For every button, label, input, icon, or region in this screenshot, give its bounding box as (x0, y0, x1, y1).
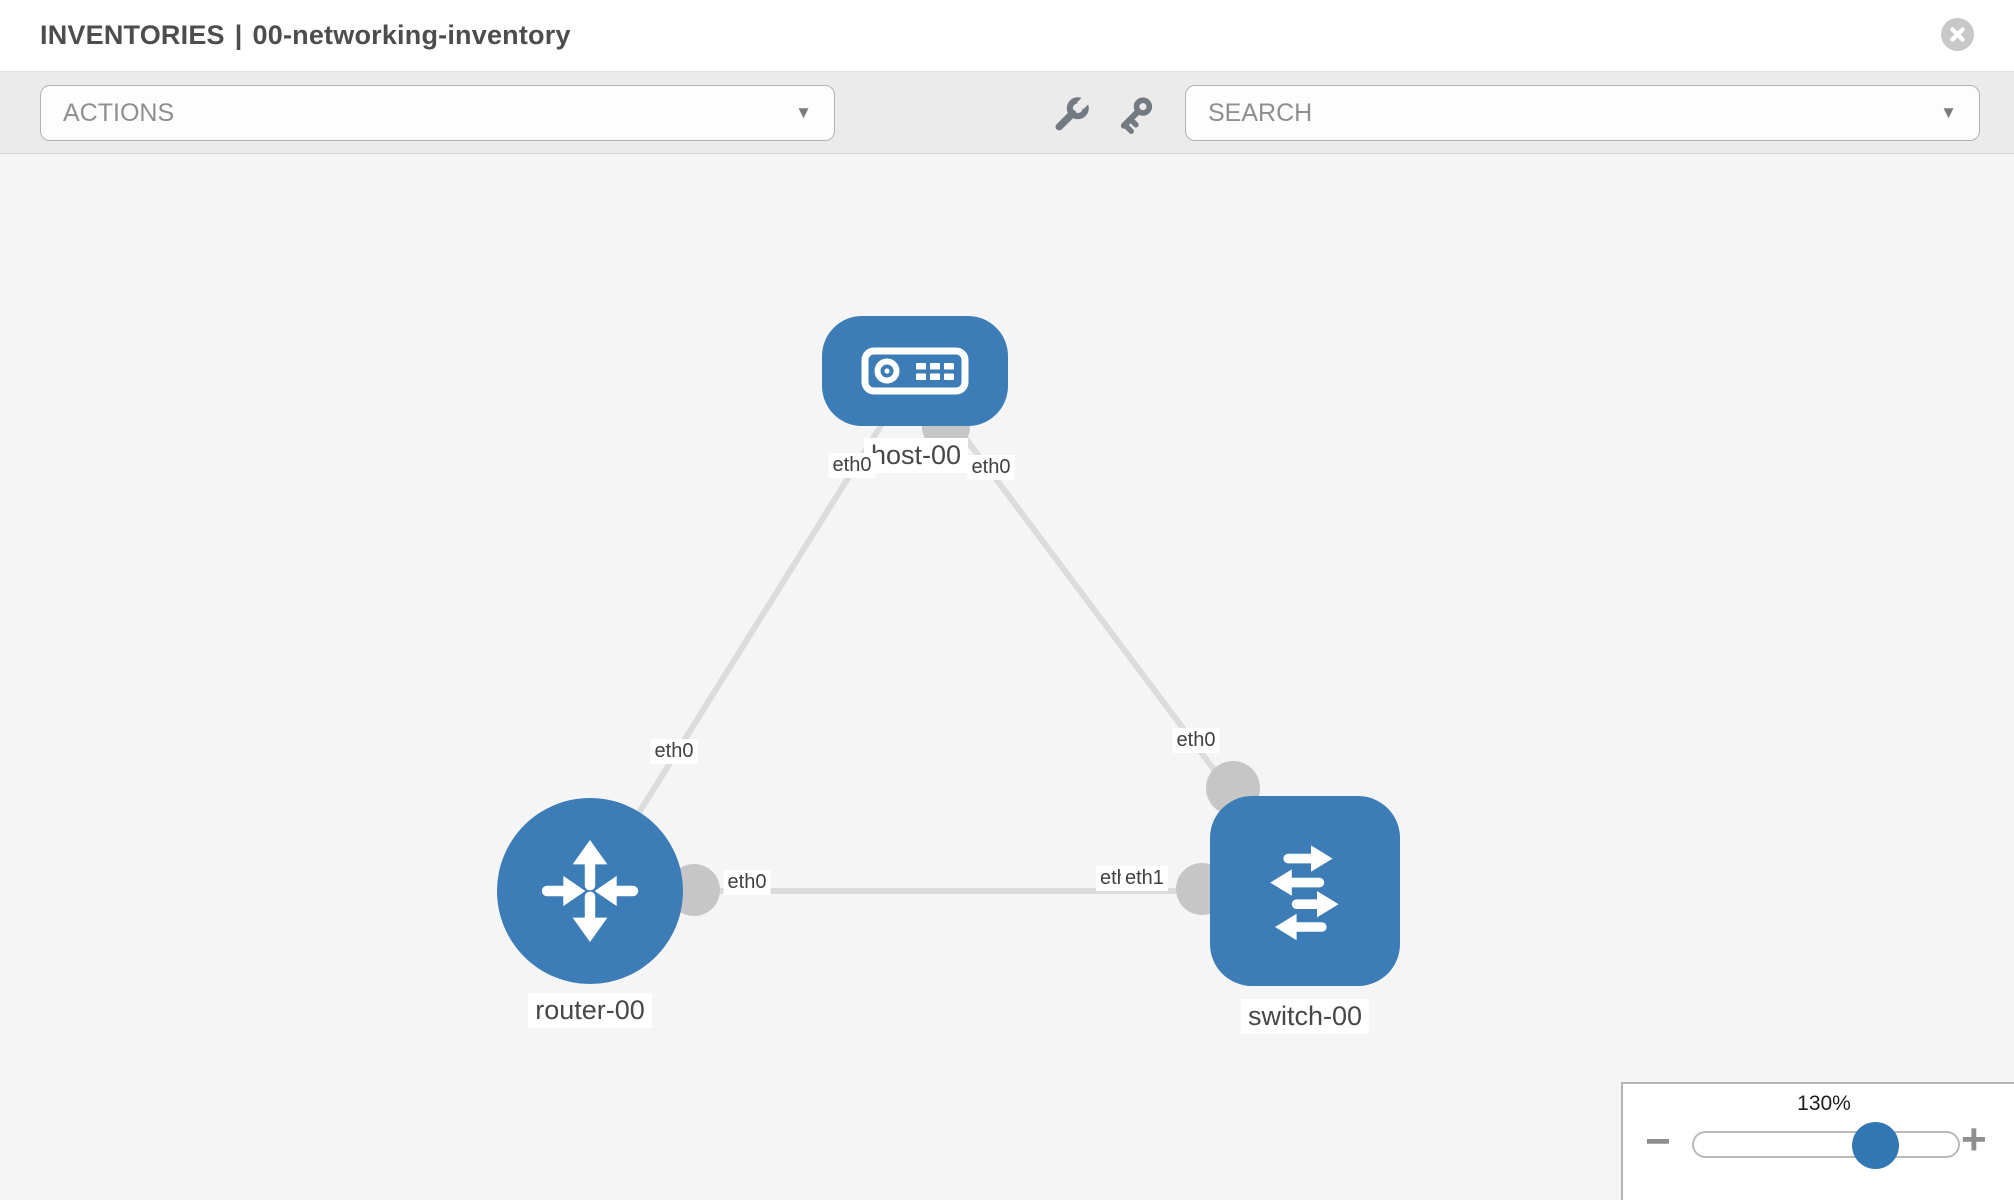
page-title: INVENTORIES | 00-networking-inventory (40, 20, 571, 51)
search-dropdown-label: SEARCH (1208, 98, 1313, 127)
interface-label-router-eth0-to-host: eth0 (650, 739, 698, 764)
interface-label-router-eth0-to-switch: eth0 (723, 870, 771, 895)
zoom-slider-track[interactable] (1692, 1122, 1960, 1169)
interface-label-host-eth0-to-switch: eth0 (967, 455, 1015, 480)
node-label-router: router-00 (528, 993, 652, 1028)
zoom-slider-knob[interactable] (1852, 1122, 1899, 1169)
node-label-switch: switch-00 (1240, 999, 1370, 1034)
node-router-00[interactable] (497, 798, 683, 984)
router-icon (532, 833, 648, 949)
actions-dropdown[interactable]: ACTIONS ▼ (40, 85, 835, 141)
inventory-name: 00-networking-inventory (252, 20, 571, 50)
plus-icon: + (1961, 1115, 1987, 1164)
search-dropdown[interactable]: SEARCH ▼ (1185, 85, 1980, 141)
chevron-down-icon: ▼ (795, 103, 812, 122)
node-host-00[interactable] (822, 316, 1008, 426)
page-header: INVENTORIES | 00-networking-inventory (0, 0, 2014, 72)
key-icon (1114, 94, 1158, 138)
close-icon (1948, 25, 1967, 44)
zoom-in-button[interactable]: + (1961, 1118, 1987, 1162)
node-label-host: host-00 (863, 438, 969, 473)
page-title-section: INVENTORIES (40, 20, 225, 50)
toolbar: ACTIONS ▼ (0, 72, 2014, 154)
chevron-down-icon: ▼ (1940, 103, 1957, 122)
zoom-out-button[interactable]: − (1645, 1120, 1671, 1164)
interface-label-switch-eth0-to-host: eth0 (1172, 728, 1220, 753)
minus-icon: − (1645, 1117, 1671, 1166)
zoom-level-value: 130% (1797, 1092, 1851, 1115)
credentials-button[interactable] (1114, 94, 1158, 138)
close-button[interactable] (1941, 18, 1974, 51)
interface-label-host-eth0-to-router: eth0 (828, 453, 876, 478)
topology-canvas[interactable]: host-00 router-00 switch-00 eth0 eth0 et… (0, 154, 2014, 1200)
page-title-separator: | (234, 20, 243, 50)
topology-links-layer (587, 369, 1308, 916)
node-switch-00[interactable] (1210, 796, 1400, 986)
interface-label-switch-eth1: eth1 (1121, 866, 1168, 891)
wrench-icon (1048, 94, 1092, 138)
zoom-panel: 130% − + (1621, 1082, 2014, 1200)
actions-dropdown-label: ACTIONS (63, 98, 175, 127)
host-icon (860, 340, 970, 402)
configure-button[interactable] (1048, 94, 1092, 138)
switch-icon (1245, 831, 1365, 951)
